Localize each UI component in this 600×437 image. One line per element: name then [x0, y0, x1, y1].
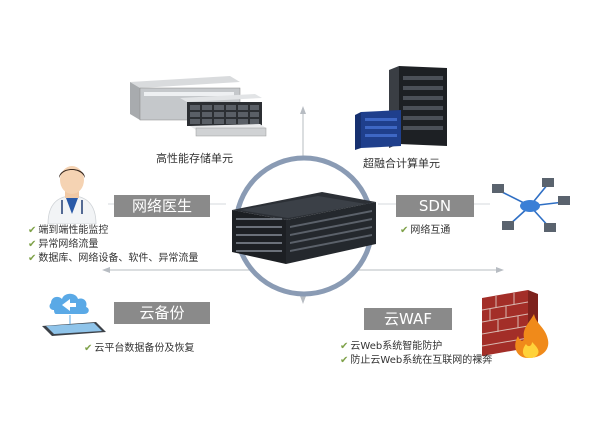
server-rack-icon: [355, 66, 447, 150]
list-item: ✔网络互通: [400, 225, 451, 236]
check-icon: ✔: [28, 239, 37, 250]
storage-unit-caption: 高性能存储单元: [156, 152, 233, 165]
compute-unit-caption: 超融合计算单元: [363, 157, 440, 170]
cloud-backup-list: ✔云平台数据备份及恢复: [84, 342, 194, 356]
cloud-tablet-icon: [42, 293, 106, 336]
network-topology: [488, 176, 572, 236]
list-item: ✔防止云Web系统在互联网的裸奔: [340, 355, 493, 366]
list-item: ✔云Web系统智能防护: [340, 341, 443, 352]
list-item: ✔云平台数据备份及恢复: [84, 343, 195, 354]
cloud-waf-label: 云WAF: [364, 308, 452, 330]
doctor-figure: [42, 160, 102, 224]
list-item: ✔异常网络流量: [28, 239, 99, 250]
network-topology-icon: [492, 178, 570, 232]
network-doctor-label: 网络医生: [114, 195, 210, 217]
storage-unit: [120, 68, 270, 140]
sdn-list: ✔网络互通: [400, 224, 450, 238]
check-icon: ✔: [84, 343, 93, 354]
list-item: ✔端到端性能监控: [28, 225, 109, 236]
check-icon: ✔: [400, 225, 409, 236]
cloud-tablet: [36, 288, 110, 338]
check-icon: ✔: [340, 341, 349, 352]
cloud-waf-list: ✔云Web系统智能防护 ✔防止云Web系统在互联网的裸奔: [340, 340, 492, 368]
compute-unit: [355, 66, 455, 150]
cloud-backup-label: 云备份: [114, 302, 210, 324]
check-icon: ✔: [28, 225, 37, 236]
check-icon: ✔: [28, 253, 37, 264]
list-item: ✔数据库、网络设备、软件、异常流量: [28, 253, 199, 264]
storage-array-icon: [130, 76, 267, 137]
network-doctor-list: ✔端到端性能监控 ✔异常网络流量 ✔数据库、网络设备、软件、异常流量: [28, 224, 198, 266]
sdn-label: SDN: [396, 195, 474, 217]
blade-server-icon: [232, 192, 376, 264]
center-server: [226, 186, 381, 270]
firewall: [476, 288, 558, 360]
doctor-icon: [47, 166, 97, 224]
firewall-icon: [481, 290, 549, 358]
check-icon: ✔: [340, 355, 349, 366]
